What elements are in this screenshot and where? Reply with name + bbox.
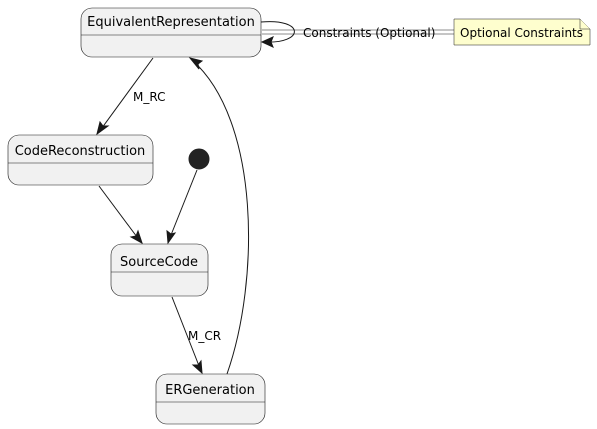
arrowhead xyxy=(129,229,143,245)
arrowhead xyxy=(96,120,110,136)
transition-label-constraints: Constraints (Optional) xyxy=(303,26,435,40)
state-source-code[interactable]: SourceCode xyxy=(110,243,209,297)
transition-label-m-rc: M_RC xyxy=(133,90,165,104)
transition-code-reconstruction-to-source-code[interactable] xyxy=(98,185,143,245)
state-label-er-generation: ERGeneration xyxy=(165,383,255,398)
arrowhead xyxy=(191,359,203,375)
arrowhead xyxy=(260,36,274,48)
state-label-code-reconstruction: CodeReconstruction xyxy=(15,144,146,159)
transition-er-to-code-reconstruction[interactable]: M_RC xyxy=(96,57,165,136)
state-label-equivalent-representation: EquivalentRepresentation xyxy=(87,15,255,30)
state-er-generation[interactable]: ERGeneration xyxy=(155,373,266,425)
state-label-source-code: SourceCode xyxy=(120,255,198,270)
note-text: Optional Constraints xyxy=(460,26,583,40)
arrowhead xyxy=(166,229,177,245)
transition-source-code-to-er-generation[interactable]: M_CR xyxy=(171,296,221,375)
arrowhead xyxy=(188,57,204,70)
state-code-reconstruction[interactable]: CodeReconstruction xyxy=(7,134,154,186)
transition-initial-to-source-code[interactable] xyxy=(166,169,198,245)
transition-self-loop[interactable]: Constraints (Optional) xyxy=(260,21,435,48)
state-equivalent-representation[interactable]: EquivalentRepresentation xyxy=(80,7,262,58)
transition-label-m-cr: M_CR xyxy=(188,329,221,343)
transition-er-generation-to-equivalent-representation[interactable] xyxy=(188,57,250,375)
initial-state-dot xyxy=(188,148,210,170)
note-optional-constraints: Optional Constraints xyxy=(453,18,591,46)
